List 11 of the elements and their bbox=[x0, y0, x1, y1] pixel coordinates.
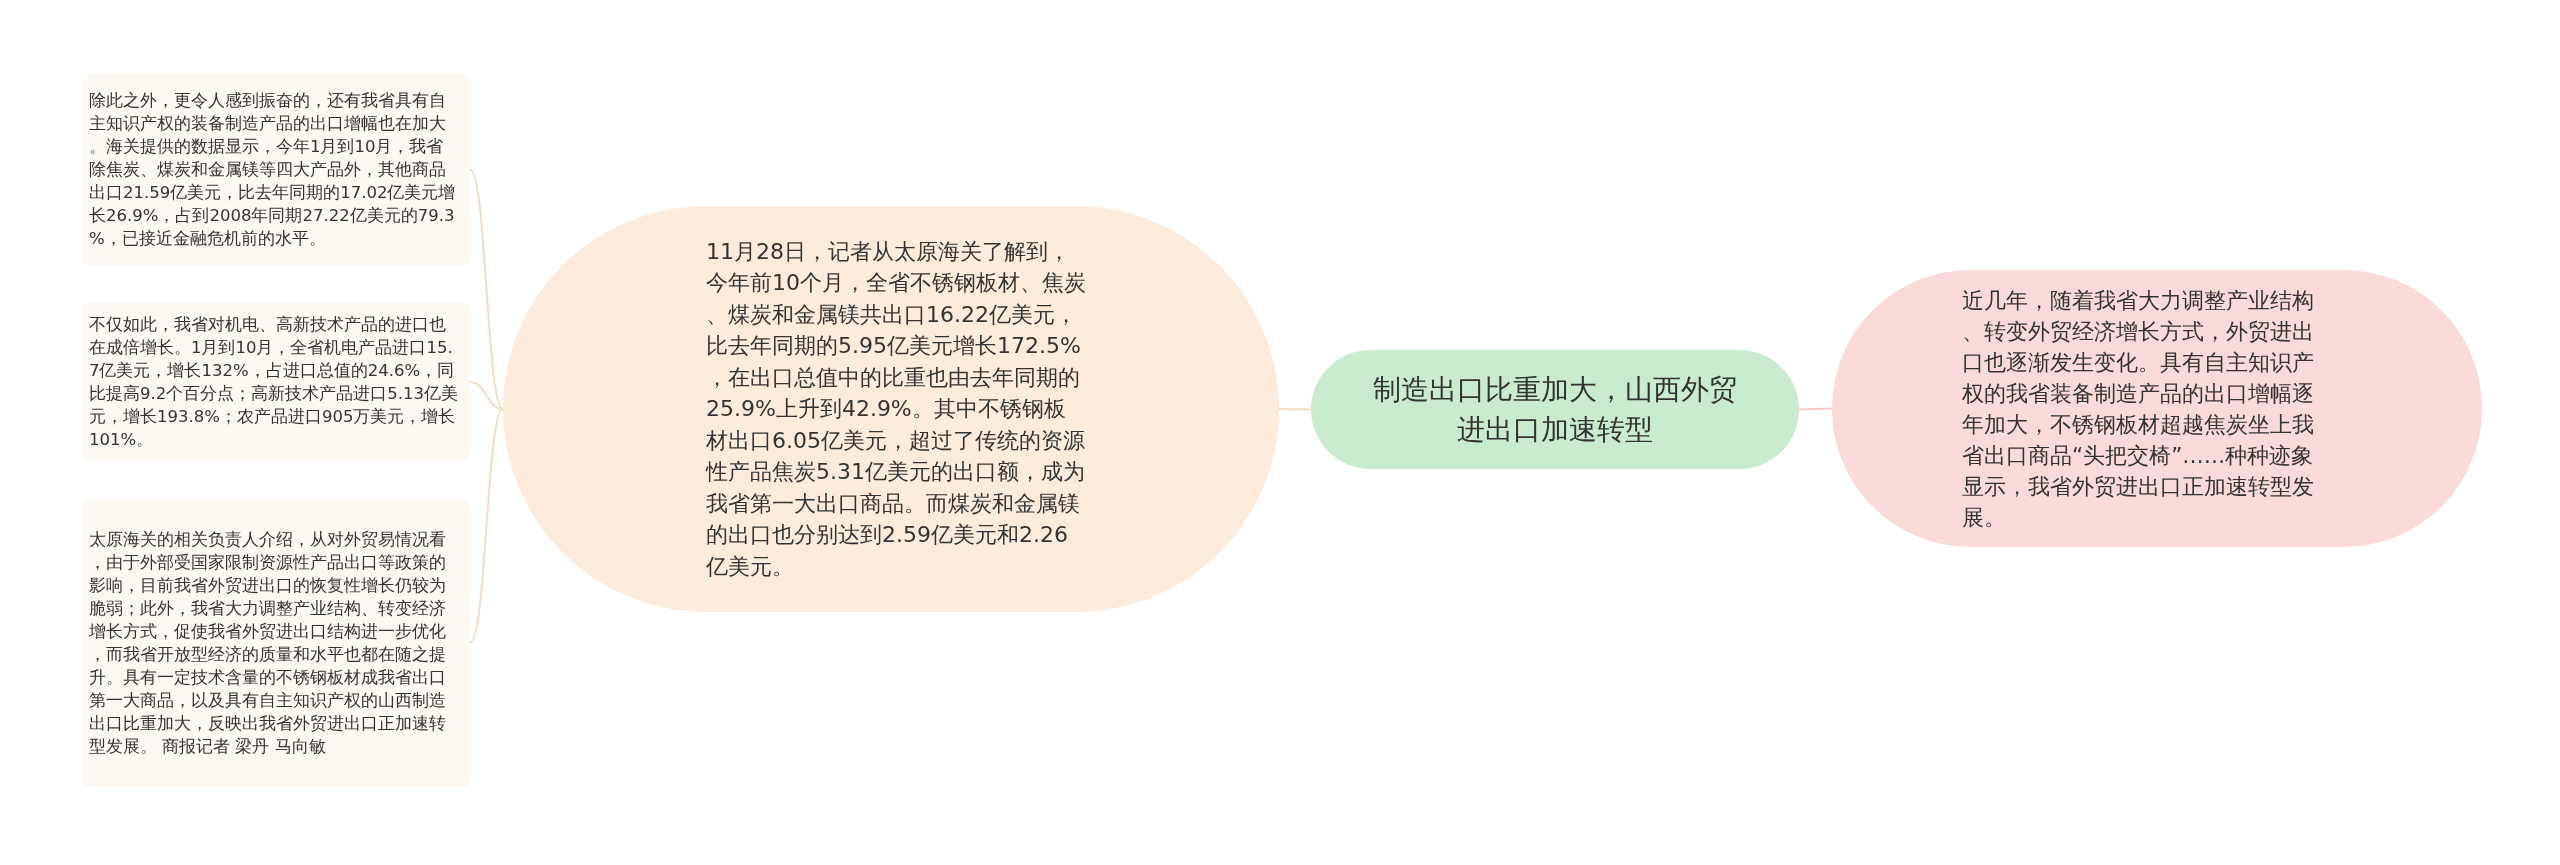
connector-line bbox=[469, 168, 504, 410]
topic-bubble: 制造出口比重加大，山西外贸进出口加速转型 bbox=[1311, 350, 1799, 469]
text-card: 除此之外，更令人感到振奋的，还有我省具有自主知识产权的装备制造产品的出口增幅也在加大。海关提供的数据显示，今年1月到10月，我省除焦炭、煤炭和金属镁等四大产品外，其他商品出口21.59亿美元，比去年同期的17.02亿美元增长26.9%，占到2008年同期27.22亿美元的79.3%，已接近金融危机前的水平。 bbox=[82, 73, 470, 266]
connector-line bbox=[1798, 407, 1833, 411]
connector-line bbox=[1278, 408, 1312, 411]
text-card: 太原海关的相关负责人介绍，从对外贸易情况看，由于外部受国家限制资源性产品出口等政策的影响，目前我省外贸进出口的恢复性增长仍较为脆弱；此外，我省大力调整产业结构、转变经济增长方式，促使我省外贸进出口结构进一步优化，而我省开放型经济的质量和水平也都在随之提升。具有一定技术含量的不锈钢板材成我省出口第一大商品，以及具有自主知识产权的山西制造出口比重加大，反映出我省外贸进出口正加速转型发展。 商报记者 梁丹 马向敏 bbox=[82, 498, 470, 787]
text-card: 不仅如此，我省对机电、高新技术产品的进口也在成倍增长。1月到10月，全省机电产品进口15.7亿美元，增长132%，占进口总值的24.6%，同比提高9.2个百分点；高新技术产品进口5.13亿美元，增长193.8%；农产品进口905万美元，增长101%。 bbox=[82, 302, 470, 462]
connector-line bbox=[469, 381, 504, 410]
connector-line bbox=[469, 408, 504, 644]
text-bubble: 11月28日，记者从太原海关了解到，今年前10个月，全省不锈钢板材、焦炭、煤炭和金属镁共出口16.22亿美元，比去年同期的5.95亿美元增长172.5%，在出口总值中的比重也由去年同期的25.9%上升到42.9%。其中不锈钢板材出口6.05亿美元，超过了传统的资源性产品焦炭5.31亿美元的出口额，成为我省第一大出口商品。而煤炭和金属镁的出口也分别达到2.59亿美元和2.26亿美元。 bbox=[503, 206, 1279, 612]
text-bubble: 近几年，随着我省大力调整产业结构、转变外贸经济增长方式，外贸进出口也逐渐发生变化。具有自主知识产权的我省装备制造产品的出口增幅逐年加大，不锈钢板材超越焦炭坐上我省出口商品“头把交椅”……种种迹象显示，我省外贸进出口正加速转型发展。 bbox=[1832, 270, 2482, 547]
